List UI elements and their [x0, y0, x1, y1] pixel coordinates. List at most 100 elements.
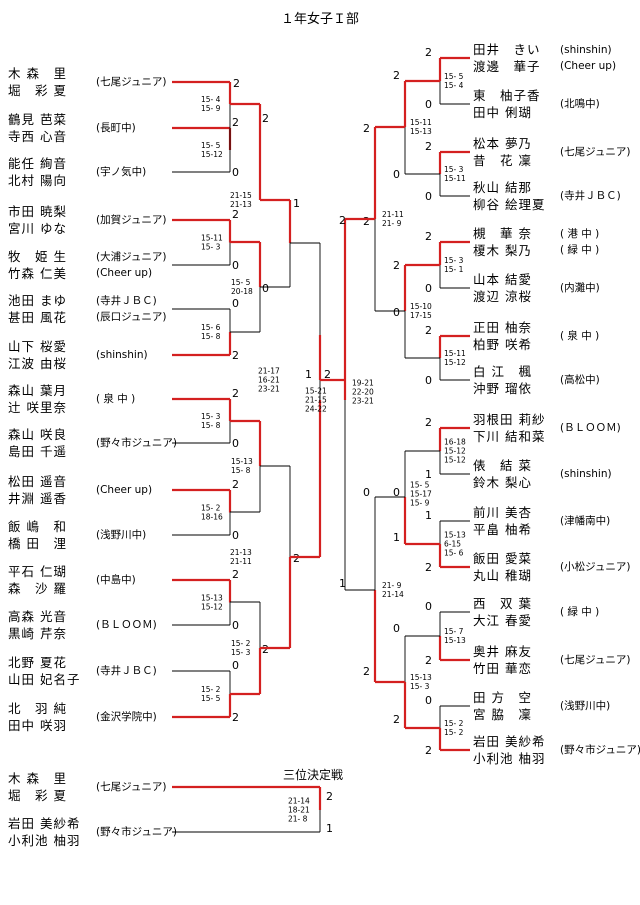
- player-name: 寺西 心音: [8, 129, 67, 144]
- team-name: ( 港 中 ): [560, 228, 600, 240]
- match-result: 0: [232, 297, 239, 310]
- team-name: (七尾ジュニア): [96, 76, 167, 88]
- match-result: 1: [425, 468, 432, 481]
- player-name: 岩田 美紗希: [8, 816, 81, 831]
- set-score: 15- 3: [410, 682, 430, 691]
- match-result: 2: [425, 324, 432, 337]
- player-name: 森 沙 羅: [8, 581, 67, 596]
- set-score: 15-11: [201, 234, 223, 243]
- player-name: 小利池 柚羽: [473, 751, 546, 766]
- player-name: 辻 咲里奈: [8, 400, 67, 415]
- player-name: 田 方 空: [473, 690, 532, 705]
- set-score: 21-14: [288, 797, 310, 806]
- team-name: (宇ノ気中): [96, 166, 147, 178]
- match-result: 2: [232, 568, 239, 581]
- player-name: 堀 彩 夏: [8, 83, 67, 98]
- team-name: (寺井ＪＢＣ): [96, 295, 157, 307]
- player-name: 北野 夏花: [8, 655, 67, 670]
- set-score: 23-21: [258, 385, 280, 394]
- set-score: 15- 2: [444, 719, 464, 728]
- player-name: 平石 仁瑚: [8, 564, 67, 579]
- player-name: 鶴見 芭菜: [8, 112, 67, 127]
- set-score: 15- 5: [201, 694, 221, 703]
- set-score: 15- 3: [444, 256, 464, 265]
- set-score: 21-13: [230, 548, 252, 557]
- team-name: (shinshin): [560, 468, 612, 480]
- match-result: 0: [232, 529, 239, 542]
- team-name: (七尾ジュニア): [96, 781, 167, 793]
- player-name: 能任 絢音: [8, 156, 67, 171]
- team-name: (七尾ジュニア): [560, 654, 631, 666]
- match-result: 0: [425, 190, 432, 203]
- team-name: (野々市ジュニア): [96, 826, 177, 838]
- page-title: １年女子Ｉ部: [280, 12, 359, 27]
- team-name: ( 泉 中 ): [560, 330, 600, 342]
- player-name: 池田 まゆ: [8, 293, 67, 308]
- set-score: 21-15: [305, 396, 327, 405]
- set-score: 15- 5: [444, 72, 464, 81]
- team-name: (北鳴中): [560, 98, 600, 110]
- player-name: 井淵 遥香: [8, 491, 67, 506]
- match-result: 0: [232, 619, 239, 632]
- match-result: 0: [363, 486, 370, 499]
- team-name: (金沢学院中): [96, 711, 157, 723]
- team-name: (寺井ＪＢＣ): [96, 665, 157, 677]
- team-name: (野々市ジュニア): [560, 744, 640, 756]
- match-result: 2: [233, 77, 240, 90]
- set-score: 21-15: [230, 191, 252, 200]
- team-name: (寺井ＪＢＣ): [560, 190, 621, 202]
- set-score: 15- 4: [444, 81, 464, 90]
- set-score: 21-11: [230, 557, 252, 566]
- set-score: 15- 8: [201, 421, 221, 430]
- set-score: 15-12: [444, 447, 466, 456]
- set-score: 15-13: [444, 636, 466, 645]
- set-score: 15-13: [201, 594, 223, 603]
- team-name: (野々市ジュニア): [96, 437, 177, 449]
- set-score: 15-11: [410, 118, 432, 127]
- player-name: 橋 田 浬: [8, 536, 67, 551]
- set-score: 15- 5: [201, 141, 221, 150]
- set-score: 15-21: [305, 387, 327, 396]
- match-result: 0: [232, 659, 239, 672]
- player-name: 柳谷 絵理夏: [473, 197, 546, 212]
- set-score: 15- 2: [231, 639, 251, 648]
- set-score: 23-21: [352, 397, 374, 406]
- team-name: (ＢＬＯＯＭ): [560, 422, 621, 434]
- team-name: (小松ジュニア): [560, 561, 631, 573]
- match-result: 0: [425, 98, 432, 111]
- set-score: 15- 9: [410, 499, 430, 508]
- set-score: 15- 9: [201, 104, 221, 113]
- player-name: 昔 花 凜: [473, 153, 532, 168]
- set-score: 15- 4: [201, 95, 221, 104]
- match-result: 0: [425, 374, 432, 387]
- player-name: 渡辺 涼桜: [473, 289, 532, 304]
- team-name: (七尾ジュニア): [560, 146, 631, 158]
- match-result: 2: [293, 552, 300, 565]
- set-score: 21- 8: [288, 815, 308, 824]
- player-name: 江波 由桜: [8, 356, 67, 371]
- player-name: 俵 結 菜: [473, 458, 532, 473]
- player-name: 北 羽 純: [8, 701, 67, 716]
- set-score: 15-13: [444, 531, 466, 540]
- player-name: 森山 葉月: [8, 383, 67, 398]
- player-name: 丸山 稚瑚: [473, 568, 532, 583]
- set-score: 22-20: [352, 388, 374, 397]
- team-name: (大浦ジュニア): [96, 251, 167, 263]
- match-result: 2: [262, 112, 269, 125]
- set-score: 15- 7: [444, 627, 464, 636]
- set-score: 15-13: [231, 457, 253, 466]
- player-name: 柏野 咲希: [473, 337, 532, 352]
- set-score: 20-18: [231, 287, 253, 296]
- match-result: 2: [425, 744, 432, 757]
- match-result: 0: [425, 694, 432, 707]
- set-score: 15-12: [201, 150, 223, 159]
- match-result: 2: [232, 208, 239, 221]
- match-result: 2: [393, 69, 400, 82]
- match-result: 1: [339, 577, 346, 590]
- match-result: 0: [425, 600, 432, 613]
- player-name: 飯田 愛菜: [473, 551, 532, 566]
- match-result: 0: [393, 168, 400, 181]
- match-result: 0: [232, 437, 239, 450]
- set-score: 16-18: [444, 438, 466, 447]
- set-score: 21- 9: [382, 581, 402, 590]
